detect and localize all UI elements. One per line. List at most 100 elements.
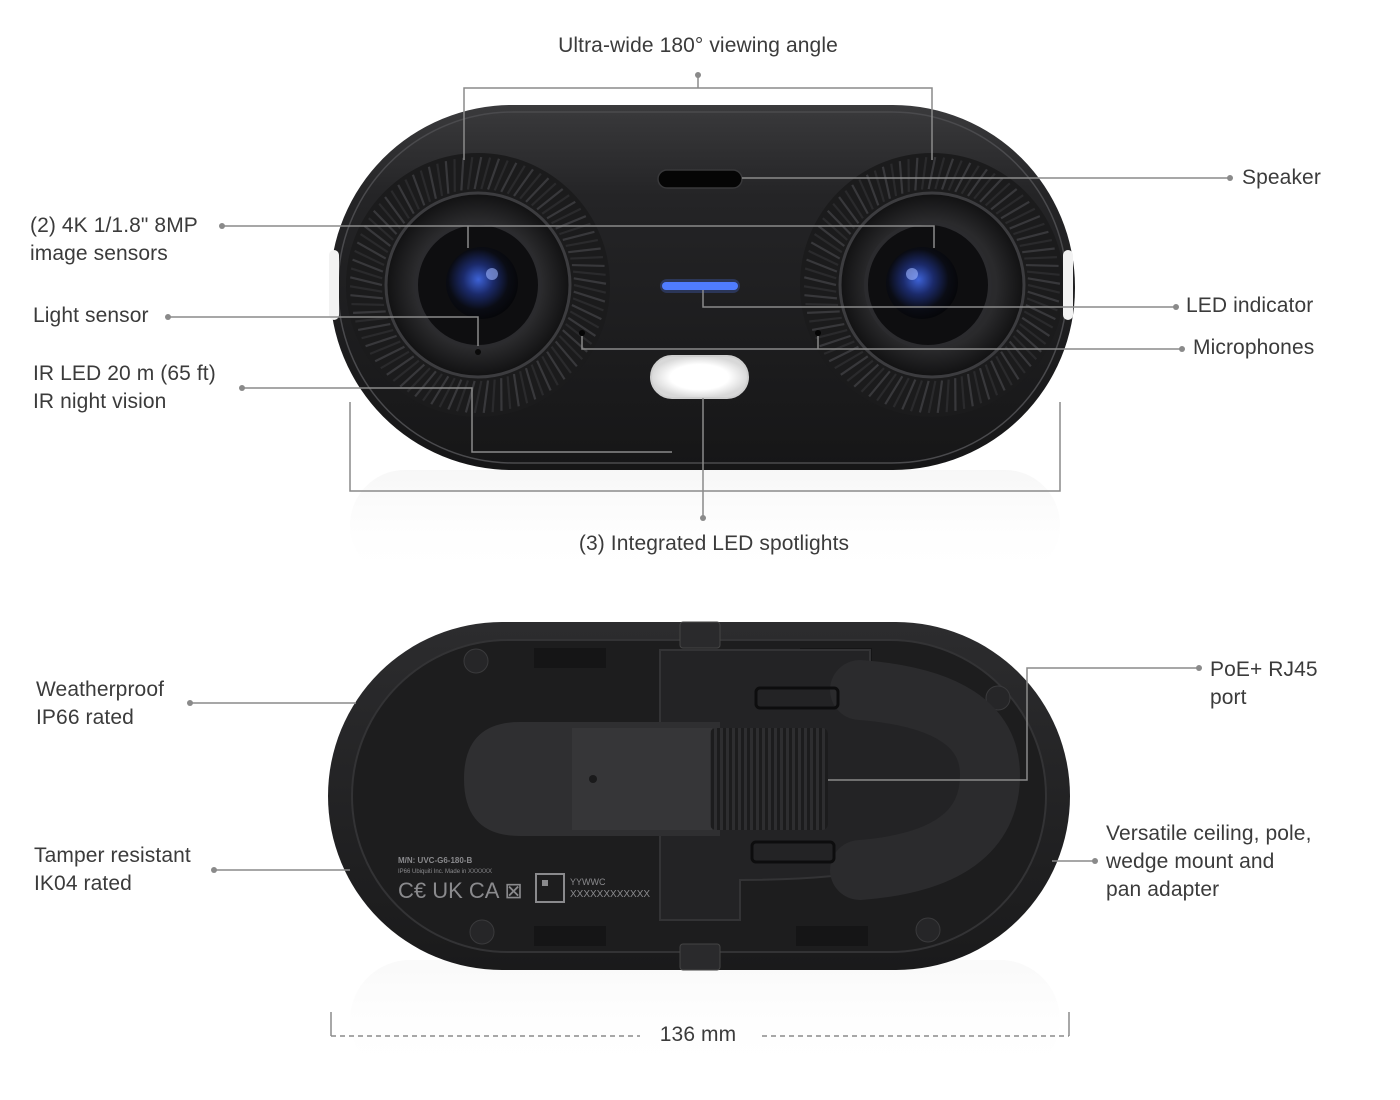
label-weatherproof-line2: IP66 rated [36,706,134,729]
cooling-fin [562,329,588,353]
cooling-fin [840,355,869,376]
cooling-fin [554,340,578,368]
gland-mark [589,775,597,783]
cooling-fin [978,367,991,400]
right-lens-glint [906,268,918,280]
cooling-fin [805,302,839,307]
center-spotlight [650,355,749,399]
cooling-fin [826,210,852,235]
back-reflection [350,960,1060,1080]
label-ir-led-line2: IR night vision [33,390,167,413]
cooling-fin [876,373,897,402]
leader-image-sensors [222,225,935,248]
cooling-fin [430,375,450,405]
cooling-fin [945,379,950,413]
cooling-fin [804,267,837,280]
back-view: M/N: UVC-G6-180-B IP66 Ubiquiti Inc. Mad… [328,621,1070,1080]
cooling-fin [551,207,582,225]
cooling-fin [1019,323,1047,345]
cooling-fin [565,323,593,345]
cooling-fin [349,285,383,293]
cooling-fin [444,161,450,194]
cooling-fin [920,156,928,190]
cooling-fin [918,380,930,413]
label-poe-line2: port [1210,686,1247,709]
cooling-fin [823,340,855,355]
cooling-fin [947,160,963,191]
cooling-fin [356,241,387,260]
leader-ir-led [242,387,672,453]
cooling-fin [464,380,476,413]
cooling-fin [803,285,837,293]
cooling-fin [1004,346,1026,374]
cooling-fin [480,157,492,190]
cooling-fin [914,157,919,191]
cooling-fin [571,263,605,268]
cooling-fin [572,297,604,312]
cooling-fin [350,267,383,280]
dimension-label: 136 mm [659,1023,737,1046]
cooling-fin [506,165,526,195]
cert-marks: C€ UK CA ⊠ [398,878,523,903]
cooling-fin [369,340,401,355]
leader-dots [165,72,1233,873]
cooling-fin [868,370,891,398]
cooling-fin [1000,351,1020,380]
leader-microphones [581,336,1182,350]
cooling-fin [530,182,557,207]
cooling-fin [909,380,924,412]
cooling-fin [960,165,980,195]
cooling-fin [984,364,999,396]
model-text: M/N: UVC-G6-180-B [398,856,472,865]
cooling-fin [368,217,394,241]
cooling-fin [1027,277,1061,285]
cooling-fin [808,249,839,267]
cooling-fin [822,217,848,241]
label-tamper-line1: Tamper resistant [34,844,191,867]
light-sensor-dot [475,349,481,355]
label-light-sensor: Light sensor [33,304,149,327]
cooling-fin [438,377,456,408]
qr-dot [542,880,548,886]
cooling-fin [519,371,529,404]
cooling-fin [455,380,470,412]
cooling-fin [838,196,860,224]
cooling-fin [419,170,432,203]
cooling-fin [1013,222,1045,236]
cooling-fin [884,375,904,405]
screw-top-left [463,648,489,674]
clip-tab-2 [534,926,606,946]
cooling-fin [570,256,603,260]
cable-clip-top [754,686,840,710]
cooling-fin [1016,230,1049,241]
cooling-fin [491,379,496,413]
cooling-fin [427,166,437,199]
right-lens-assembly [800,153,1064,417]
label-mount: Versatile ceiling, pole, wedge mount and… [1106,820,1312,904]
cooling-fin [927,380,937,414]
cooling-fin [990,188,1018,211]
front-reflection [350,470,1060,580]
cooling-fin [536,188,564,211]
cooling-fin [573,283,607,294]
label-speaker: Speaker [1242,166,1321,189]
cooling-fin [541,194,570,215]
cooling-fin [397,184,415,215]
led-indicator [662,282,738,290]
label-image-sensors: (2) 4K 1/1.8" 8MP image sensors [30,212,198,268]
cooling-fin [1008,340,1032,368]
cooling-fin [414,370,437,398]
cooling-fin [372,210,398,235]
left-fins [349,156,607,414]
dot-poe [1196,665,1202,671]
dot-image-sensors [219,223,225,229]
cooling-fin [473,380,483,414]
rating-text: IP66 Ubiquiti Inc. Made in XXXXXX [398,869,492,875]
cooling-fin [819,334,851,348]
dot-light-sensor [165,314,171,320]
dot-weatherproof [187,700,193,706]
cooling-fin [1019,238,1053,248]
cooling-fin [844,190,864,219]
cooling-fin [892,377,910,408]
